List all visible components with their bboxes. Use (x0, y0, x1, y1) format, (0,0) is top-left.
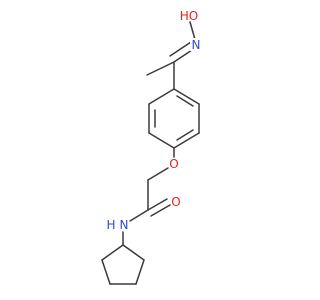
atom-hydroxyl: HO (180, 9, 198, 23)
molecule-structure: HO N O O N H (101, 9, 203, 285)
ring-bond-4 (148, 132, 175, 149)
ring-inner-1 (176, 95, 194, 107)
ring-bond-1 (173, 88, 200, 105)
cp-bond-4 (101, 259, 111, 285)
atom-carbonyl-o: O (171, 195, 180, 209)
atom-amide-h: H (106, 218, 115, 232)
atom-labels: HO N O O N H (106, 9, 203, 232)
bond-c-o-double-b (150, 204, 171, 217)
atom-oxime-n: N (192, 38, 201, 52)
bond-c-n (129, 209, 149, 222)
cp-bond-2 (135, 259, 145, 285)
atom-amide-n: N (120, 218, 129, 232)
atom-ether-o: O (169, 157, 178, 171)
bond-methyl (146, 61, 175, 76)
cp-bond-5 (101, 244, 124, 261)
ring-bond-3 (173, 132, 200, 149)
molecule-canvas: HO N O O N H (101, 9, 203, 285)
ring-inner-2 (176, 129, 194, 141)
bond-o-ch2 (147, 167, 169, 181)
bond-c-o-double-a (147, 198, 168, 211)
ring-bond-6 (148, 88, 175, 105)
cp-bond-1 (122, 244, 145, 261)
bonds (101, 21, 200, 285)
